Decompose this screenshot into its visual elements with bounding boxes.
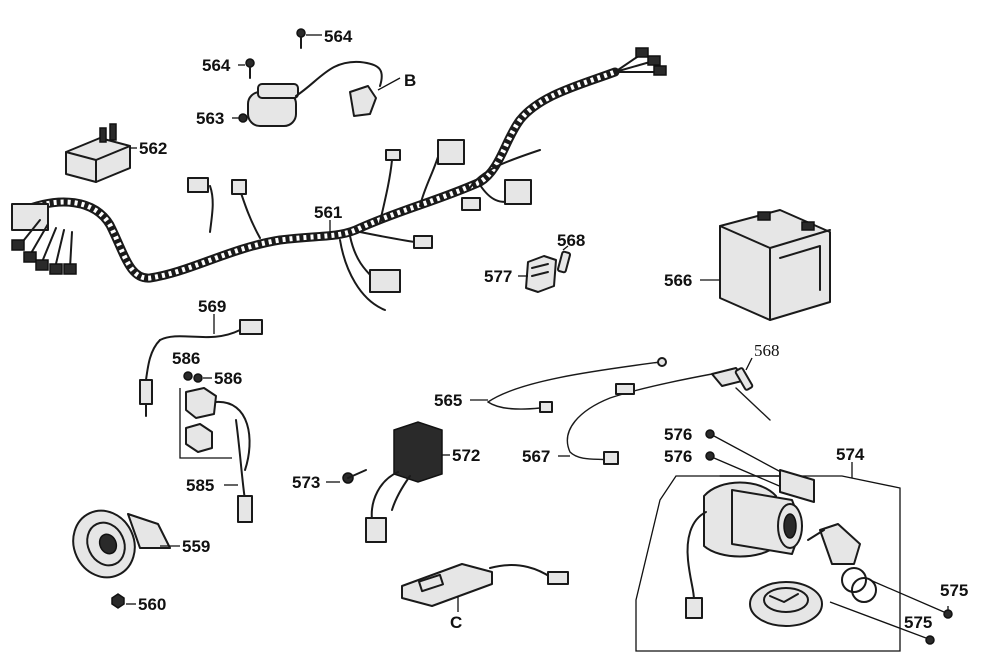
- label-574: 574: [836, 445, 865, 464]
- screw-586-a[interactable]: [183, 371, 193, 381]
- label-562: 562: [139, 139, 167, 158]
- label-567: 567: [522, 447, 550, 466]
- leader-576-b: [713, 457, 785, 489]
- sensor-569[interactable]: [139, 319, 263, 417]
- fuse-holder-577[interactable]: [525, 255, 557, 293]
- label-577: 577: [484, 267, 512, 286]
- bolt-564-left[interactable]: [245, 58, 255, 79]
- module-C[interactable]: [401, 563, 569, 607]
- wire-565[interactable]: [487, 357, 667, 413]
- label-568-upper: 568: [557, 231, 585, 250]
- label-585: 585: [186, 476, 214, 495]
- ignition-switch-574[interactable]: [685, 469, 877, 627]
- label-564-top: 564: [324, 27, 353, 46]
- bolt-573[interactable]: [342, 469, 367, 484]
- box-574: [635, 475, 901, 652]
- screw-575-a[interactable]: [943, 609, 953, 619]
- label-561: 561: [314, 203, 342, 222]
- screw-576-b[interactable]: [705, 451, 715, 461]
- wire-567[interactable]: [566, 367, 747, 465]
- label-564-left: 564: [202, 56, 231, 75]
- relay-562[interactable]: [65, 123, 131, 183]
- label-560: 560: [138, 595, 166, 614]
- screw-575-b[interactable]: [925, 635, 935, 645]
- label-563: 563: [196, 109, 224, 128]
- leader-B: [377, 77, 401, 91]
- leader-568-upper: [562, 245, 569, 251]
- label-575-a: 575: [940, 581, 968, 600]
- label-559: 559: [182, 537, 210, 556]
- label-586-a: 586: [172, 349, 200, 368]
- label-568-lower: 568: [754, 341, 780, 360]
- switch-assembly-585[interactable]: [179, 387, 253, 523]
- fuse-568-upper[interactable]: [556, 250, 572, 274]
- horn-559[interactable]: [62, 501, 171, 588]
- label-576-b: 576: [664, 447, 692, 466]
- wiring-harness-561[interactable]: [11, 47, 667, 311]
- screw-576-a[interactable]: [705, 429, 715, 439]
- label-573: 573: [292, 473, 320, 492]
- leader-568-lower: [745, 357, 753, 371]
- label-565: 565: [434, 391, 462, 410]
- label-586-b: 586: [214, 369, 242, 388]
- ignition-coil-563[interactable]: [238, 60, 383, 127]
- screw-586-b[interactable]: [193, 373, 203, 383]
- leader-575-a-2: [869, 579, 945, 613]
- fuse-568-lower[interactable]: [734, 367, 771, 421]
- label-575-b: 575: [904, 613, 932, 632]
- label-566: 566: [664, 271, 692, 290]
- bolt-564-top[interactable]: [296, 28, 306, 49]
- leader-575-b: [829, 601, 927, 639]
- label-B: B: [404, 71, 416, 90]
- label-572: 572: [452, 446, 480, 465]
- regulator-572[interactable]: [365, 421, 443, 543]
- label-C: C: [450, 613, 462, 632]
- label-576-a: 576: [664, 425, 692, 444]
- battery-566[interactable]: [719, 209, 831, 321]
- label-569: 569: [198, 297, 226, 316]
- nut-560[interactable]: [111, 593, 125, 609]
